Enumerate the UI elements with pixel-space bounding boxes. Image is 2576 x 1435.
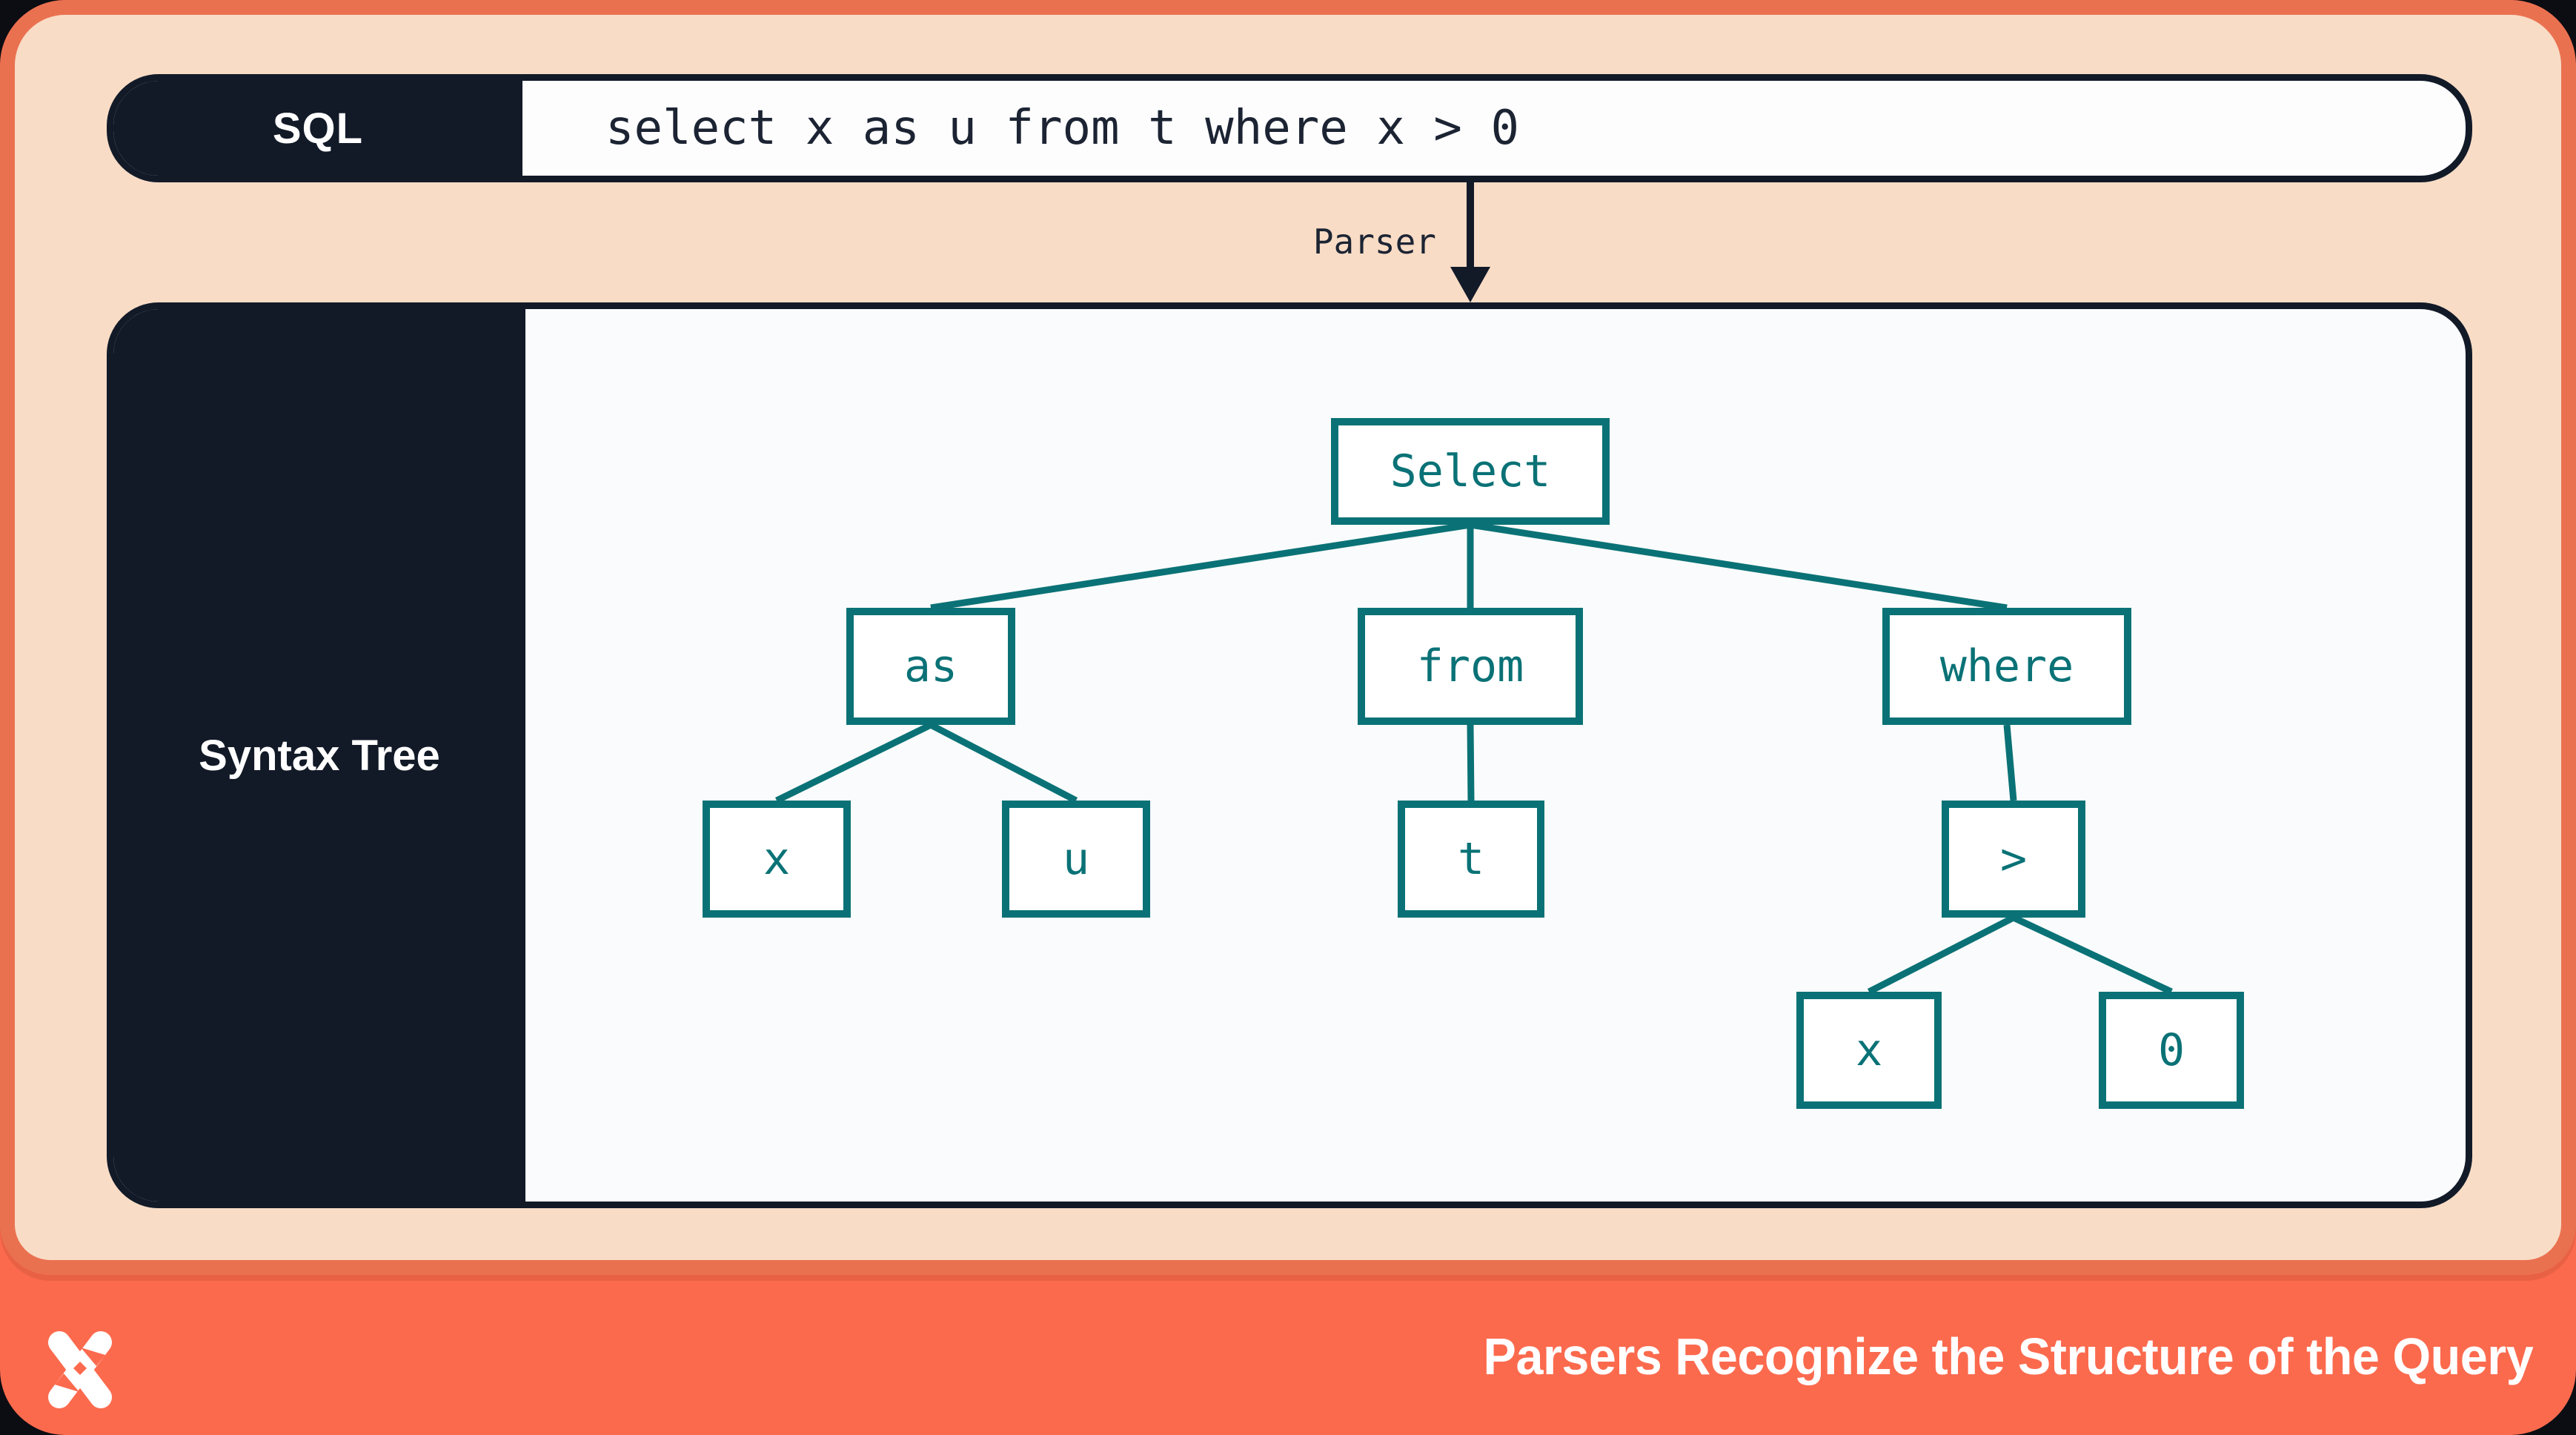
- tree-node-from: from: [1358, 608, 1583, 725]
- x-logo-icon: [48, 1331, 112, 1408]
- syntax-tree-panel: Syntax Tree: [107, 302, 2472, 1208]
- footer-bar: Parsers Recognize the Structure of the Q…: [0, 1275, 2576, 1435]
- syntax-tree-tag-label: Syntax Tree: [199, 731, 440, 780]
- tree-node-select: Select: [1331, 418, 1610, 525]
- footer-title: Parsers Recognize the Structure of the Q…: [1483, 1328, 2533, 1385]
- sql-tag: SQL: [113, 81, 522, 176]
- tree-node-t: t: [1398, 801, 1544, 918]
- tree-node-zero: 0: [2099, 992, 2244, 1109]
- parser-label: Parser: [1312, 222, 1436, 262]
- tree-node-where: where: [1882, 608, 2131, 725]
- parser-arrow-line: [1467, 182, 1474, 270]
- sql-bar: SQL select x as u from t where x > 0: [107, 74, 2472, 182]
- tree-node-u: u: [1002, 801, 1150, 918]
- sql-tag-label: SQL: [272, 104, 364, 153]
- tree-node-x-alias: x: [703, 801, 851, 918]
- sql-query-text: select x as u from t where x > 0: [605, 101, 1519, 156]
- tree-node-x-operand: x: [1796, 992, 1942, 1109]
- tree-node-as: as: [846, 608, 1015, 725]
- tree-node-greater-than: >: [1942, 801, 2085, 918]
- syntax-tree-tag: Syntax Tree: [113, 309, 525, 1202]
- parser-arrow-head-icon: [1450, 267, 1490, 302]
